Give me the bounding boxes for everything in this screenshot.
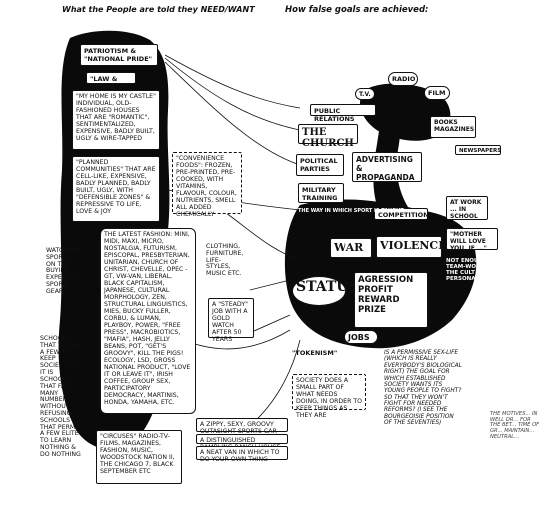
mother-box: "MOTHER WILL LOVE YOU, IF ..." bbox=[446, 228, 498, 252]
permissive-note: IS A PERMISSIVE SEX-LIFE (WHICH IS REALL… bbox=[384, 350, 462, 427]
not-enough-label: NOT ENOUGH TEAM-WORK THE CULT OF PERSONA… bbox=[446, 258, 489, 283]
film-bubble: FILM bbox=[424, 86, 450, 100]
society-box: SOCIETY DOES A SMALL PART OF WHAT NEEDS … bbox=[292, 374, 366, 419]
planned-communities-box: "PLANNED COMMUNITIES" THAT ARE CELL-LIKE… bbox=[72, 156, 160, 222]
connector-lines bbox=[159, 54, 301, 431]
corner-note: THE MOTIVES... IN WELL DR... FOR THE BET… bbox=[490, 411, 540, 440]
convenience-foods-box: "CONVENIENCE FOODS": FROZEN, PRE-PRINTED… bbox=[172, 152, 242, 218]
spacer bbox=[344, 240, 350, 244]
law-order-box: "LAW & ORDER" bbox=[86, 72, 136, 91]
left-heading: What the People are told they NEED/WANT bbox=[62, 5, 255, 14]
tokenism-label: "TOKENISM" bbox=[292, 349, 338, 357]
watching-sports-note: WATCHING SPORTS ON T.V. - BUYING EXPENSI… bbox=[46, 247, 81, 295]
status-burst: STATUS bbox=[292, 276, 359, 306]
competition-box: COMPETITION bbox=[374, 208, 429, 220]
schools-note: SCHOOLS THAT TEACH A FEW TO KEEP SOCIETY… bbox=[40, 335, 81, 458]
political-parties-box: POLITICAL PARTIES bbox=[296, 154, 344, 176]
tv-bubble: T.V. bbox=[355, 88, 375, 100]
fashion-box: THE LATEST FASHION: MINI, MIDI, MAXI, MI… bbox=[100, 228, 196, 414]
ranch-house-box: A DISTINGUISHED RAMBLING RANCH HOUSE bbox=[196, 434, 288, 451]
public-relations-box: PUBLIC RELATIONS bbox=[310, 104, 376, 123]
jobs-bubble: JOBS bbox=[344, 330, 378, 344]
clothing-note: CLOTHING, FURNITURE, LIFE-STYLES, MUSIC … bbox=[206, 243, 244, 278]
sports-car-box: A ZIPPY, SEXY, GROOVY OUTASIGHT SPORTS C… bbox=[196, 418, 288, 435]
radio-bubble: RADIO bbox=[388, 72, 418, 86]
church-box: THE CHURCH bbox=[298, 124, 358, 149]
circuses-box: "CIRCUSES" RADIO-TV-FILMS, MAGAZINES, FA… bbox=[96, 430, 182, 484]
military-training-box: MILITARY TRAINING bbox=[298, 183, 344, 203]
violence-box: VIOLENCE bbox=[376, 236, 447, 258]
newspapers-box: NEWSPAPERS bbox=[455, 145, 501, 155]
neat-van-box: A NEAT VAN IN WHICH TO DO YOUR OWN THING bbox=[196, 446, 288, 463]
sport-taught-label: THE WAY IN WHICH SPORT IS TAUGHT bbox=[298, 208, 404, 214]
steady-job-box: A "STEADY" JOB WITH A GOLD WATCH AFTER 5… bbox=[208, 298, 254, 343]
home-castle-box: "MY HOME IS MY CASTLE" INDIVIDUAL, OLD-F… bbox=[72, 90, 160, 150]
right-heading: How false goals are achieved: bbox=[285, 5, 429, 15]
aggression-box: AGRESSION PROFIT REWARD PRIZE bbox=[354, 272, 428, 328]
war-box: WAR bbox=[330, 238, 372, 258]
patriotism-box: PATRIOTISM & "NATIONAL PRIDE" bbox=[80, 44, 158, 66]
books-magazines-box: BOOKS MAGAZINES bbox=[430, 116, 476, 138]
advertising-box: ADVERTISING & PROPAGANDA bbox=[352, 152, 422, 182]
at-work-box: AT WORK ... IN SCHOOL bbox=[446, 196, 488, 220]
